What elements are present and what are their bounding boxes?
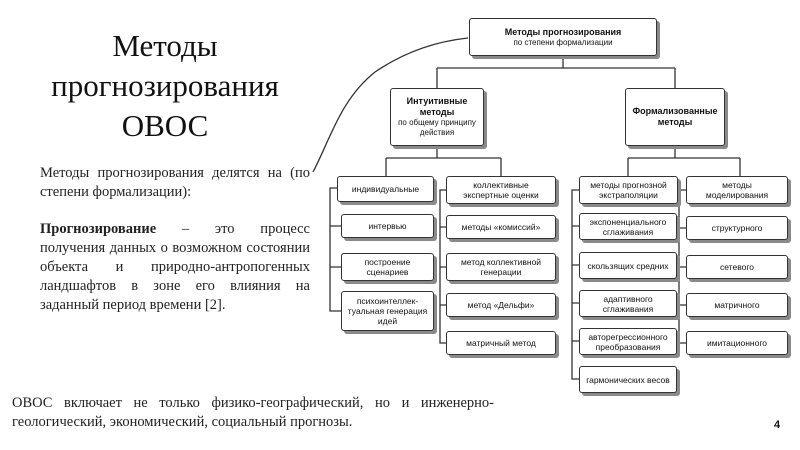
intuitive-connector [385,146,502,176]
method-label: экспоненциального сглаживания [589,216,667,237]
method-box: метод «Дельфи» [446,293,556,317]
method-box: гармонических весов [579,366,677,393]
slide-title: Методы прогнозирования ОВОС [51,28,279,143]
individual-box: индивидуальные [337,176,434,202]
method-label: структурного [711,223,763,233]
root-box: Методы прогнозирования по степени формал… [469,18,657,56]
method-box: матричный метод [446,331,556,355]
method-box: имитационного [686,331,788,355]
method-label: имитационного [707,338,767,348]
collective-label: коллективные экспертные оценки [463,180,539,200]
method-label: методы «комиссий» [461,222,541,232]
method-label: скользящих средних [587,260,669,271]
formal-connector [627,146,741,176]
method-label: адаптивного сглаживания [602,293,654,314]
method-box: авторегрессионного преобразования [579,328,677,355]
definition-paragraph: Прогнозирование – это процесс получения … [40,220,310,315]
formal-title: Формализованные методы [632,106,718,127]
individual-label: индивидуальные [351,184,420,194]
method-box: матричного [686,293,788,317]
collective-bracket [439,189,446,344]
method-box: структурного [686,216,788,240]
method-box: методы «комиссий» [446,215,556,239]
method-label: построение сценариев [364,257,411,277]
method-label: психоинтеллек-туальная генерация идей [347,296,428,326]
intuitive-title: Интуитивные методы [406,96,468,117]
method-label: авторегрессионного преобразования [588,331,668,352]
intuitive-subtitle: по общему принципу действия [398,118,476,137]
intuitive-box: Интуитивные методы по общему принципу де… [390,88,484,146]
method-box: сетевого [686,255,788,279]
definition-term: Прогнозирование [40,221,157,237]
intro-paragraph: Методы прогнозирования делятся на (по ст… [40,165,310,200]
method-label: метод коллективной генерации [460,257,542,277]
ovos-paragraph: ОВОС включает не только физико-географич… [12,395,494,430]
method-box: экспоненциального сглаживания [579,213,677,240]
method-box: построение сценариев [341,253,434,281]
method-label: матричный метод [466,338,536,348]
page-number: 4 [774,419,781,431]
method-label: гармонических весов [586,374,670,385]
individual-bracket [329,187,341,312]
pointer-curve [312,37,469,173]
extrapolation-box: методы прогнозной экстраполяции [579,176,678,204]
root-subtitle: по степени формализации [513,37,613,47]
method-label: метод «Дельфи» [467,300,535,310]
collective-box: коллективные экспертные оценки [446,176,556,204]
formal-box: Формализованные методы [625,88,725,146]
modeling-box: методы моделирования [686,176,788,204]
extrapolation-label: методы прогнозной экстраполяции [590,180,667,200]
method-box: интервью [341,214,434,238]
method-label: сетевого [719,262,754,272]
method-box: психоинтеллек-туальная генерация идей [341,291,434,331]
method-label: интервью [368,221,407,231]
method-box: скользящих средних [579,252,677,279]
method-box: адаптивного сглаживания [579,290,677,317]
modeling-label: методы моделирования [705,180,769,200]
method-label: матричного [714,300,760,310]
definition-text: – это процесс получения данных о возможн… [40,221,310,313]
root-connector [436,56,676,88]
modeling-bracket [678,189,686,344]
extrapolation-bracket [571,189,579,380]
root-title: Методы прогнозирования [504,26,622,37]
method-box: метод коллективной генерации [446,253,556,281]
